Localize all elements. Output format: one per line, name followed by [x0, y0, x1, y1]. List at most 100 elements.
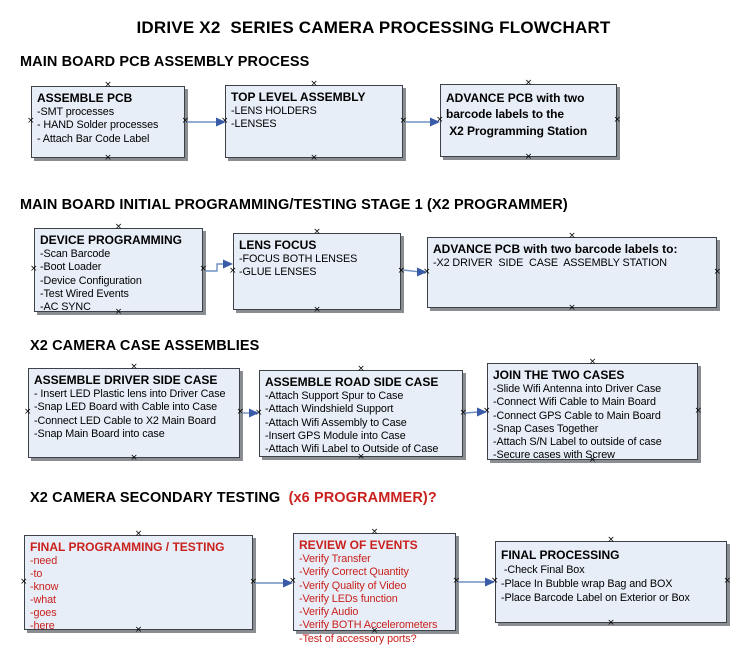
node-advance-pcb-driver-station[interactable]: ADVANCE PCB with two barcode labels to: … [423, 232, 721, 313]
box-item: -to [30, 568, 43, 580]
node-join-the-two-cases[interactable]: JOIN THE TWO CASES -Slide Wifi Antenna i… [483, 358, 702, 465]
box-item: -FOCUS BOTH LENSES [239, 253, 358, 265]
flow-arrow[interactable] [405, 117, 440, 127]
box-item: -Place Barcode Label on Exterior or Box [501, 592, 690, 604]
flow-arrow[interactable] [242, 408, 259, 418]
box-item: -Verify Correct Quantity [299, 566, 409, 579]
box-item: -Snap Cases Together [493, 422, 599, 435]
page-title: IDRIVE X2 SERIES CAMERA PROCESSING FLOWC… [136, 18, 611, 37]
box-item: -Check Final Box [501, 564, 585, 576]
node-lens-focus[interactable]: LENS FOCUS -FOCUS BOTH LENSES -GLUE LENS… [229, 228, 405, 315]
box-item: -Attach Windshield Support [265, 403, 394, 416]
node-device-programming[interactable]: DEVICE PROGRAMMING -Scan Barcode -Boot L… [30, 223, 207, 317]
node-title: REVIEW OF EVENTS [299, 538, 418, 552]
anchor-handle: × [568, 231, 576, 241]
anchor-handle: × [313, 227, 321, 237]
anchor-handle: × [588, 357, 597, 367]
anchor-handle: × [104, 80, 112, 90]
anchor-handle: × [524, 152, 533, 162]
box-item: -Verify LEDs function [299, 592, 398, 605]
node-title: DEVICE PROGRAMMING [40, 233, 183, 247]
box-item: -Connect GPS Cable to Main Board [493, 409, 661, 422]
anchor-handle: × [104, 153, 112, 163]
flow-arrow[interactable] [464, 407, 487, 417]
node-title: LENS FOCUS [239, 238, 317, 252]
box-item: -Verify BOTH Accelerometers [299, 619, 438, 632]
box-item: -X2 DRIVER SIDE CASE ASSEMBLY STATION [433, 257, 667, 269]
node-assemble-pcb[interactable]: ASSEMBLE PCB -SMT processes - HAND Solde… [27, 81, 189, 163]
anchor-handle: × [483, 405, 491, 416]
box-item: -Snap LED Board with Cable into Case [34, 401, 218, 414]
section-heading-secondary-testing: X2 CAMERA SECONDARY TESTING (x6 PROGRAMM… [30, 490, 437, 506]
anchor-handle: × [399, 115, 407, 126]
anchor-handle: × [607, 618, 615, 628]
box-item: -Slide Wifi Antenna into Driver Case [493, 383, 662, 395]
box-item: -know [30, 581, 59, 593]
anchor-handle: × [130, 453, 138, 463]
flow-arrow[interactable] [205, 259, 233, 272]
section-heading-pcb-assembly: MAIN BOARD PCB ASSEMBLY PROCESS [20, 54, 310, 70]
anchor-handle: × [27, 116, 35, 127]
anchor-handle: × [130, 362, 138, 372]
node-review-of-events[interactable]: REVIEW OF EVENTS -Verify Transfer -Verif… [289, 528, 460, 645]
box-item: -LENSES [231, 118, 277, 131]
anchor-handle: × [459, 407, 467, 418]
node-top-level-assembly[interactable]: TOP LEVEL ASSEMBLY -LENS HOLDERS -LENSES… [221, 80, 407, 163]
node-title: ASSEMBLE PCB [37, 91, 133, 105]
anchor-handle: × [236, 407, 244, 418]
box-item: -Connect LED Cable to X2 Main Board [34, 414, 216, 427]
box-item: -SMT processes [37, 106, 114, 118]
heading-red-part: (x6 PROGRAMMER)? [284, 490, 437, 506]
heading-black-part: X2 CAMERA SECONDARY TESTING [30, 490, 285, 506]
flow-arrow[interactable] [458, 577, 495, 587]
anchor-handle: × [30, 264, 38, 275]
node-assemble-driver-side-case[interactable]: ASSEMBLE DRIVER SIDE CASE - Insert LED P… [24, 363, 244, 463]
anchor-handle: × [613, 114, 621, 125]
anchor-handle: × [249, 576, 257, 587]
anchor-handle: × [181, 116, 189, 127]
anchor-handle: × [713, 266, 721, 277]
flow-arrow[interactable] [187, 117, 226, 127]
node-title: ADVANCE PCB with two [446, 91, 585, 105]
box-item: -Connect Wifi Cable to Main Board [493, 396, 656, 409]
box-item: -what [30, 594, 56, 606]
box-item: -Verify Audio [299, 606, 359, 619]
box-item: -Snap Main Board into case [34, 427, 165, 440]
box-item: -need [30, 555, 58, 567]
anchor-handle: × [199, 264, 207, 275]
anchor-handle: × [370, 527, 379, 537]
node-advance-pcb-programming-station[interactable]: ADVANCE PCB with two barcode labels to t… [436, 79, 621, 162]
node-final-processing[interactable]: FINAL PROCESSING -Check Final Box -Place… [491, 536, 731, 628]
anchor-handle: × [255, 407, 263, 418]
box-item: -Boot Loader [40, 261, 102, 274]
box-item: - Insert LED Plastic lens into Driver Ca… [34, 388, 226, 400]
box-item: -Verify Quality of Video [299, 579, 407, 592]
anchor-handle: × [568, 303, 576, 313]
flow-arrow[interactable] [255, 578, 293, 588]
anchor-handle: × [607, 535, 615, 545]
anchor-handle: × [229, 265, 237, 276]
anchor-handle: × [694, 405, 702, 416]
node-final-programming-testing[interactable]: FINAL PROGRAMMING / TESTING -need -to -k… [20, 530, 257, 635]
box-item: - Attach Bar Code Label [37, 132, 150, 145]
box-item: -Scan Barcode [40, 248, 111, 260]
node-assemble-road-side-case[interactable]: ASSEMBLE ROAD SIDE CASE -Attach Support … [255, 365, 467, 462]
anchor-handle: × [289, 576, 297, 587]
section-heading-case-assemblies: X2 CAMERA CASE ASSEMBLIES [30, 338, 260, 354]
anchor-handle: × [397, 265, 405, 276]
node-title: TOP LEVEL ASSEMBLY [231, 90, 366, 104]
box-item: -LENS HOLDERS [231, 105, 317, 117]
box-item: -Attach Wifi Label to Outside of Case [265, 443, 439, 456]
anchor-handle: × [491, 576, 499, 587]
box-item: -Device Configuration [40, 274, 142, 287]
box-item: - HAND Solder processes [37, 119, 159, 132]
box-item: -Attach Support Spur to Case [265, 390, 404, 402]
box-item: -here [30, 620, 55, 632]
node-title: ASSEMBLE ROAD SIDE CASE [265, 375, 439, 389]
box-item: barcode labels to the [446, 107, 564, 121]
flow-arrow[interactable] [402, 267, 427, 277]
anchor-handle: × [313, 305, 321, 315]
box-item: -goes [30, 607, 57, 619]
box-item: -GLUE LENSES [239, 266, 317, 279]
